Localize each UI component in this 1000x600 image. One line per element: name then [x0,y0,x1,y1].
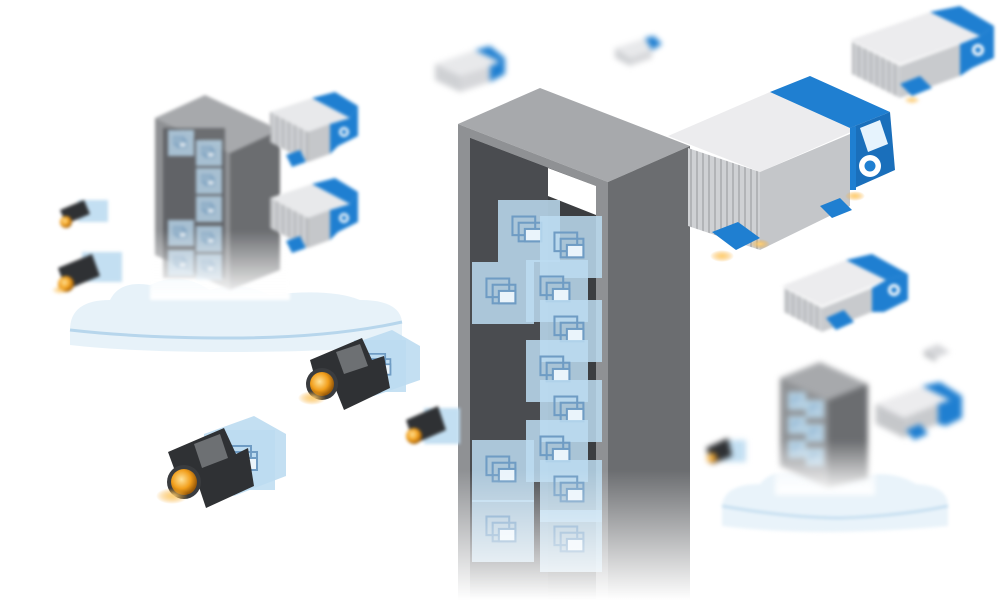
cargo-drone-far-left-bottom [52,252,122,294]
main-data-tower [450,88,700,600]
data-cube-tiny-floating [924,344,950,362]
delivery-truck-top-tiny [615,36,662,66]
cargo-drone-far-left-top [60,200,108,228]
left-data-tower [150,95,290,300]
right-data-tower [775,362,875,495]
cargo-drone-center-left [298,330,420,410]
cargo-drone-bottom-left [156,416,286,508]
cargo-drone-near-tower [406,406,460,444]
delivery-truck-top-small [435,46,505,92]
delivery-truck-right-low [876,382,962,440]
delivery-truck-left-upper [270,92,358,167]
cargo-drone-right-small [706,438,746,464]
delivery-truck-left-lower [270,178,358,253]
delivery-truck-large [668,76,895,262]
delivery-truck-top-right [850,6,994,104]
delivery-truck-right-mid [782,254,908,332]
